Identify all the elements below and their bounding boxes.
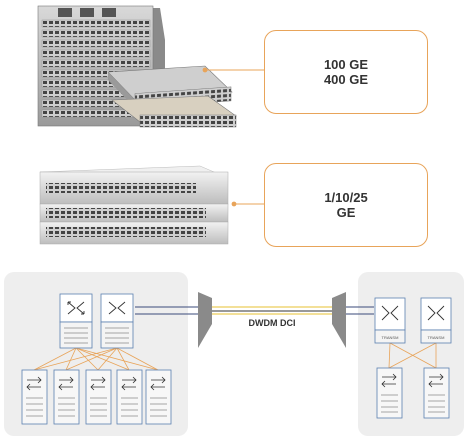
- optical-terminal-icon: TRANSM: [374, 297, 406, 344]
- callout-switch-line2: GE: [336, 205, 356, 220]
- callout-chassis-line2: 400 GE: [323, 72, 369, 87]
- chassis-callout-dot: [202, 67, 208, 73]
- callout-chassis-speeds: 100 GE 400 GE: [264, 30, 428, 114]
- dci-links: [135, 306, 374, 315]
- leaf-switch-icon: [423, 367, 450, 419]
- transponder-label-left: TRANSM: [382, 335, 399, 340]
- optical-mux-left: [198, 292, 212, 348]
- optical-terminal-icon: TRANSM: [420, 297, 452, 344]
- leaf-spine-links: [33, 347, 159, 371]
- callout-switch-line1: 1/10/25: [324, 190, 368, 205]
- spine-switch-icon: [100, 293, 134, 349]
- leaf-switch-icon: [85, 369, 112, 425]
- leaf-switch-icon: [116, 369, 143, 425]
- callout-switch-speeds: 1/10/25 GE: [264, 163, 428, 247]
- dci-label: DWDM DCI: [249, 318, 296, 328]
- right-dc-links: [388, 342, 437, 369]
- leaf-switch-icon: [145, 369, 172, 425]
- spine-switch-icon: [59, 293, 93, 349]
- leaf-switch-icon: [376, 367, 403, 419]
- chassis-router-image: [37, 5, 264, 128]
- switch-callout-dot: [231, 201, 237, 207]
- leaf-switch-icon: [53, 369, 80, 425]
- leaf-switch-icon: [21, 369, 48, 425]
- transponder-label-right: TRANSM: [428, 335, 445, 340]
- stacked-switch-image: [39, 165, 264, 245]
- callout-chassis-line1: 100 GE: [323, 57, 369, 72]
- optical-mux-right: [332, 292, 346, 348]
